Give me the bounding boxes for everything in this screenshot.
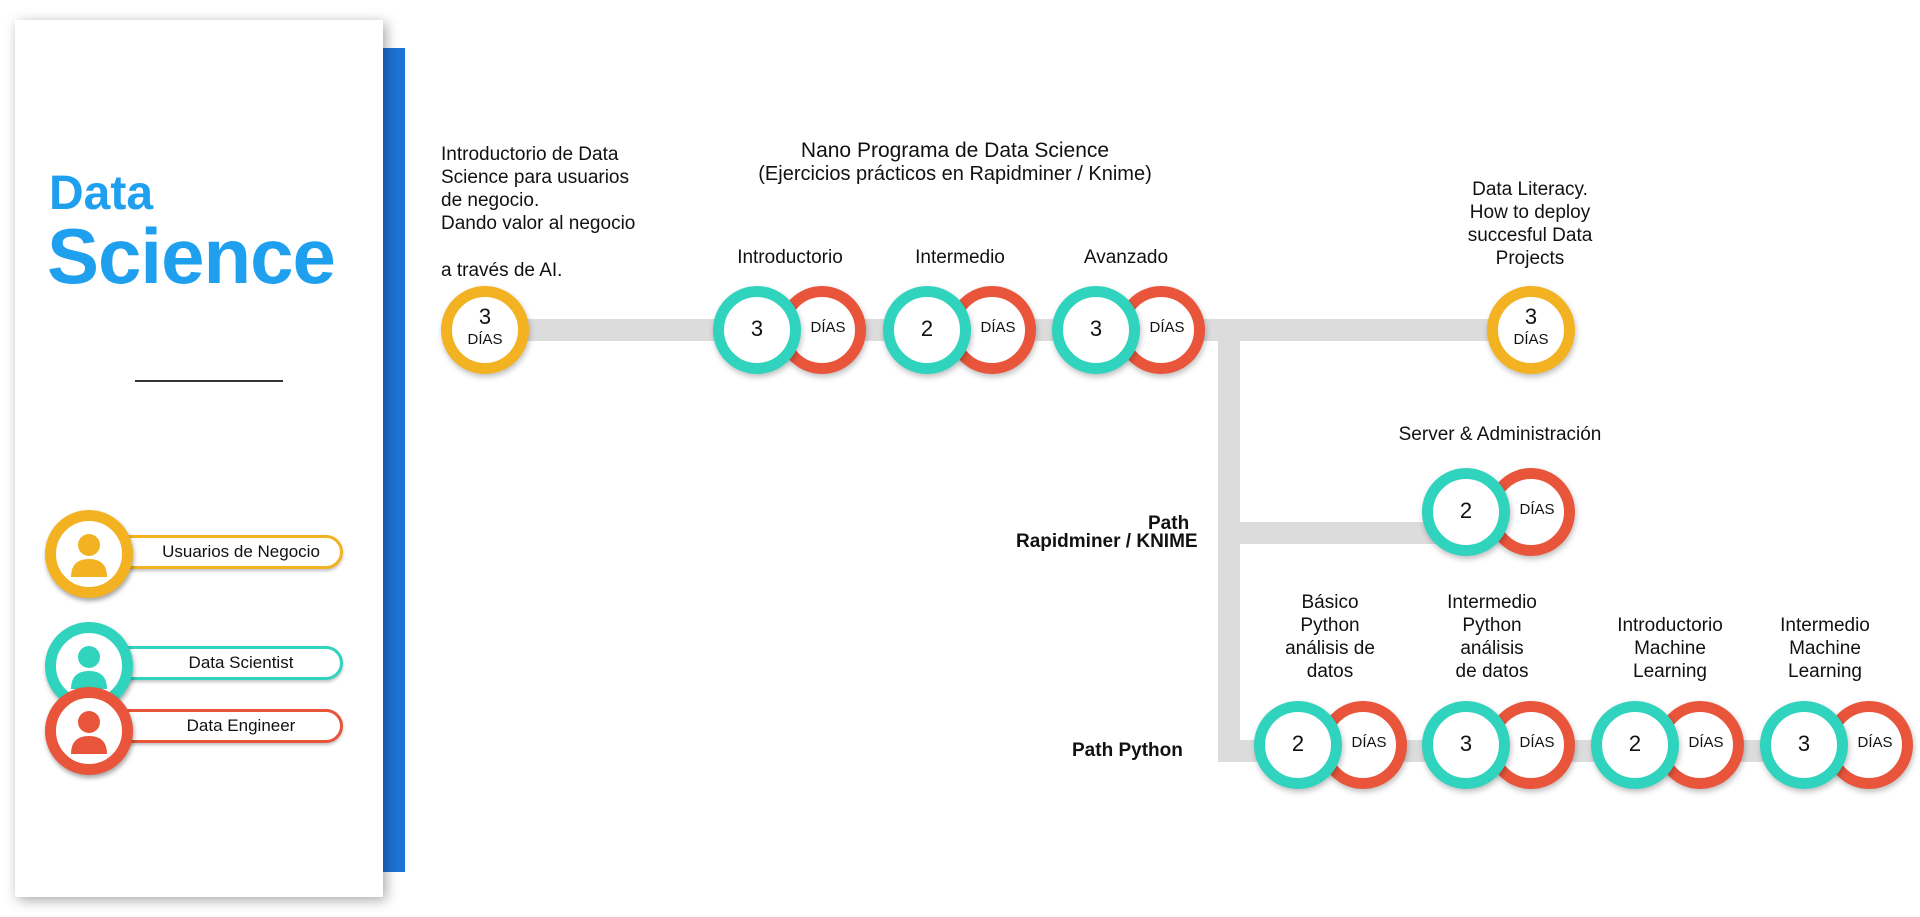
label-intermedio: Intermedio (915, 247, 1005, 268)
ring-intro-business: 3 DÍAS (441, 286, 529, 374)
days-unit: DÍAS (1688, 734, 1724, 751)
legend-label-business: Usuarios de Negocio (162, 542, 320, 561)
literacy-text: Data Literacy. How to deploy succesful D… (1430, 178, 1630, 270)
sidebar-panel: Data Science Usuarios de Negocio Data Sc… (15, 20, 383, 897)
ring-teal: 2 (1254, 701, 1342, 789)
days-number: 3 (478, 304, 492, 329)
days-unit: DÍAS (1149, 319, 1185, 336)
ring-teal: 3 (1052, 286, 1140, 374)
ring-teal: 3 (1422, 701, 1510, 789)
days-number: 2 (1459, 498, 1473, 523)
ring-teal: 3 (1760, 701, 1848, 789)
days-number: 2 (920, 316, 934, 341)
text-line: Science para usuarios (441, 167, 629, 188)
intro-business-text: Introductorio de Data Science para usuar… (441, 143, 635, 235)
label-server: Server & Administración (1398, 424, 1602, 445)
path-python: Path Python (1072, 740, 1183, 761)
days-unit: DÍAS (1857, 734, 1893, 751)
label-avanzado: Avanzado (1083, 247, 1169, 268)
legend-pill-scientist: Data Scientist (105, 646, 343, 680)
person-icon (71, 711, 107, 754)
label-introductorio: Introductorio (737, 247, 843, 268)
days-number: 2 (1291, 731, 1305, 756)
person-icon (71, 646, 107, 689)
text-line: Introductorio de Data (441, 144, 619, 165)
text-line: de negocio. (441, 190, 540, 211)
text-line: Introductorio (1617, 615, 1723, 636)
connector-server (1218, 522, 1478, 544)
intro-ml-text: Introductorio Machine Learning (1580, 614, 1760, 683)
ring-literacy: 3 DÍAS (1487, 286, 1575, 374)
text-line: Básico (1301, 592, 1359, 613)
days-unit: DÍAS (1513, 331, 1549, 348)
days-number: 3 (1459, 731, 1473, 756)
text-line: Machine (1789, 638, 1861, 659)
text-line: Intermedio (1447, 592, 1537, 613)
text-line: Learning (1633, 661, 1707, 682)
text-line: de datos (1455, 661, 1529, 682)
days-unit: DÍAS (980, 319, 1016, 336)
days-number: 3 (1524, 304, 1538, 329)
days-number: 3 (1797, 731, 1811, 756)
intermedio-ml-text: Intermedio Machine Learning (1735, 614, 1915, 683)
text-line: Projects (1495, 248, 1565, 269)
ring-teal: 3 (713, 286, 801, 374)
days-number: 3 (750, 316, 764, 341)
title-data: Data (49, 167, 154, 220)
text-line: análisis de (1285, 638, 1375, 659)
days-number: 2 (1628, 731, 1642, 756)
ring-teal: 2 (1591, 701, 1679, 789)
days-unit: DÍAS (810, 319, 846, 336)
person-icon (71, 534, 107, 577)
title-divider (135, 380, 283, 382)
text-line: análisis (1460, 638, 1524, 659)
intermedio-python-text: Intermedio Python análisis de datos (1402, 591, 1582, 683)
connector-vertical (1218, 330, 1240, 762)
text-line: Intermedio (1780, 615, 1870, 636)
text-line: Machine (1634, 638, 1706, 659)
ring-teal: 2 (883, 286, 971, 374)
legend-label-engineer: Data Engineer (186, 716, 296, 735)
days-unit: DÍAS (467, 331, 503, 348)
nano-subtitle: (Ejercicios prácticos en Rapidminer / Kn… (758, 163, 1152, 185)
text-line: Python (1462, 615, 1522, 636)
path-rapid-line1: Path (1148, 513, 1190, 534)
ring-teal: 2 (1422, 468, 1510, 556)
sidebar-accent-bar (380, 48, 405, 872)
text-line: Learning (1788, 661, 1862, 682)
basico-python-text: Básico Python análisis de datos (1240, 591, 1420, 683)
text-line: How to deploy (1469, 202, 1591, 223)
text-line: datos (1306, 661, 1354, 682)
text-line: Data Literacy. (1472, 179, 1588, 200)
legend-icon-engineer (45, 687, 133, 775)
text-line: Dando valor al negocio (441, 213, 636, 234)
legend-icon-business (45, 510, 133, 598)
intro-business-text-last: a través de AI. (441, 260, 563, 281)
days-number: 3 (1089, 316, 1103, 341)
days-unit: DÍAS (1519, 734, 1555, 751)
days-unit: DÍAS (1351, 734, 1387, 751)
legend-pill-business: Usuarios de Negocio (105, 535, 343, 569)
title-science: Science (47, 212, 336, 300)
text-line: Python (1300, 615, 1360, 636)
days-unit: DÍAS (1519, 501, 1555, 518)
text-line: succesful Data (1467, 225, 1593, 246)
nano-title: Nano Programa de Data Science (800, 139, 1110, 162)
legend-pill-engineer: Data Engineer (105, 709, 343, 743)
path-rapid-line2: Rapidminer / KNIME (1016, 531, 1198, 552)
legend-label-scientist: Data Scientist (188, 653, 294, 672)
